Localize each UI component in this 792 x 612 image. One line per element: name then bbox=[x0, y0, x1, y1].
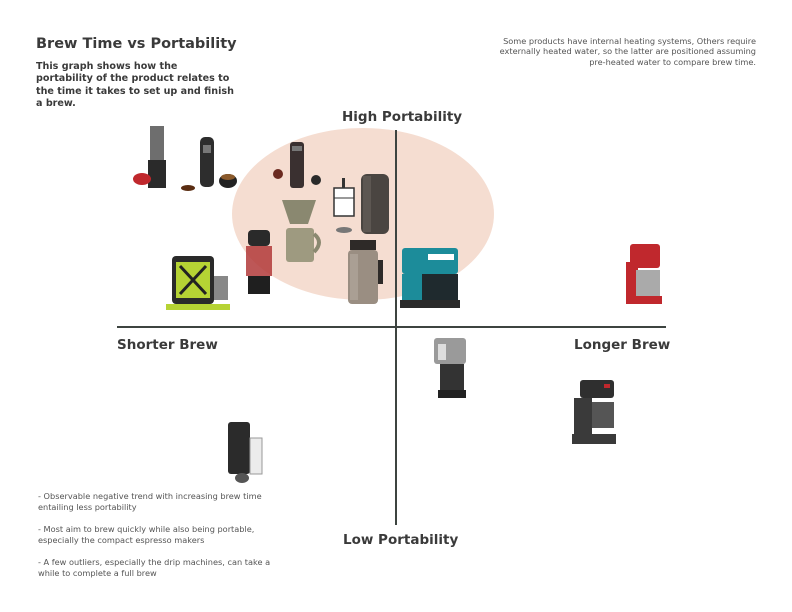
axis-label-high-portability: High Portability bbox=[342, 109, 463, 125]
observation-item: - Most aim to brew quickly while also be… bbox=[38, 524, 255, 545]
cordless-brewer-teal-image bbox=[398, 244, 462, 310]
page-title: Brew Time vs Portability bbox=[36, 36, 237, 52]
axis-label-low-portability: Low Portability bbox=[343, 532, 459, 548]
axis-label-shorter-brew: Shorter Brew bbox=[117, 337, 218, 353]
iced-coffee-maker-image bbox=[222, 420, 268, 486]
stainless-brewer-image bbox=[344, 240, 384, 306]
personal-brewer-image bbox=[242, 230, 276, 296]
hand-grinder-image bbox=[270, 140, 326, 190]
red-drip-machine-image bbox=[622, 242, 666, 308]
black-drip-machine-image bbox=[568, 378, 620, 446]
observation-item: - A few outliers, especially the drip ma… bbox=[38, 557, 271, 578]
thermos-press-image bbox=[358, 172, 392, 238]
portability-axis bbox=[395, 130, 397, 525]
brew-time-axis bbox=[117, 326, 666, 328]
heating-note: Some products have internal heating syst… bbox=[499, 36, 756, 67]
portable-espresso-image bbox=[180, 135, 240, 193]
observation-item: - Observable negative trend with increas… bbox=[38, 491, 262, 512]
french-press-image bbox=[330, 178, 358, 234]
page-subtitle: This graph shows how the portability of … bbox=[36, 61, 234, 109]
steel-percolator-image bbox=[428, 336, 472, 402]
cordless-brewer-lime-image bbox=[164, 248, 236, 314]
pour-over-mug-image bbox=[280, 196, 326, 264]
axis-label-longer-brew: Longer Brew bbox=[574, 337, 671, 353]
aeropress-image bbox=[132, 124, 172, 190]
